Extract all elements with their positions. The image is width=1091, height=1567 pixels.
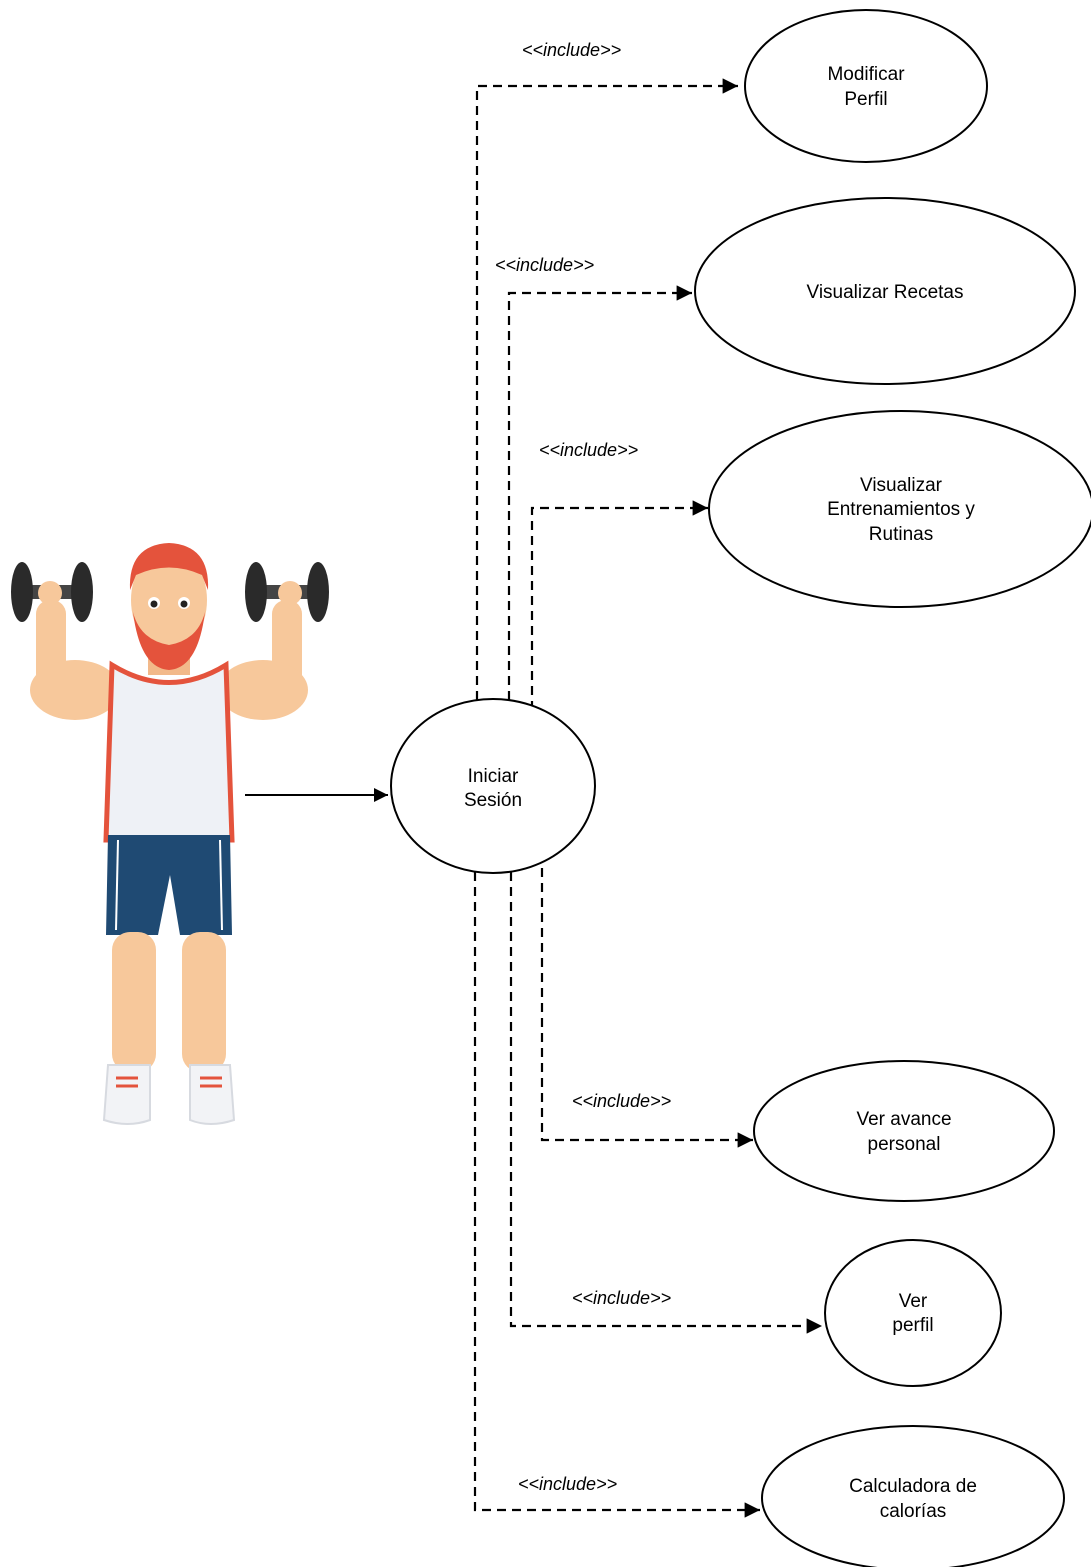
use-case-calories-line-1: Calculadora de <box>849 1476 977 1497</box>
include-label-progress: <<include>> <box>572 1091 671 1111</box>
use-case-recipes: Visualizar Recetas <box>694 197 1076 385</box>
include-line-trainings <box>530 500 708 710</box>
use-case-trainings-line-3: Rutinas <box>869 524 933 545</box>
use-case-trainings-line-2: Entrenamientos y <box>827 499 975 520</box>
use-case-login-line-1: Iniciar <box>468 766 519 787</box>
include-line-profile <box>509 872 822 1334</box>
use-case-profile: Ver perfil <box>824 1239 1002 1387</box>
include-line-modify-profile <box>475 78 738 700</box>
svg-text:Visualizar Recetas: Visualizar Recetas <box>806 282 963 303</box>
include-line-recipes <box>507 285 692 700</box>
use-case-calories-line-2: calorías <box>880 1501 947 1522</box>
use-case-profile-line-1: Ver <box>899 1291 928 1312</box>
use-case-calories: Calculadora de calorías <box>761 1425 1065 1567</box>
include-label-trainings: <<include>> <box>539 440 638 460</box>
use-case-progress-line-2: personal <box>868 1134 941 1155</box>
use-case-trainings-line-1: Visualizar <box>860 475 943 496</box>
use-case-modify-profile-line-1: Modificar <box>827 64 905 85</box>
use-case-recipes-line-1: Visualizar Recetas <box>806 282 963 303</box>
include-label-profile: <<include>> <box>572 1288 671 1308</box>
weightlifter-icon <box>11 543 329 1125</box>
include-label-recipes: <<include>> <box>495 255 594 275</box>
use-case-login-line-2: Sesión <box>464 790 522 811</box>
use-case-modify-profile-line-2: Perfil <box>844 89 887 110</box>
include-label-modify-profile: <<include>> <box>522 40 621 60</box>
include-label-calories: <<include>> <box>518 1474 617 1494</box>
use-case-progress-line-1: Ver avance <box>856 1109 951 1130</box>
include-line-progress <box>540 868 753 1148</box>
use-case-profile-line-2: perfil <box>892 1315 933 1336</box>
include-line-calories <box>473 872 760 1518</box>
use-case-progress: Ver avance personal <box>753 1060 1055 1202</box>
